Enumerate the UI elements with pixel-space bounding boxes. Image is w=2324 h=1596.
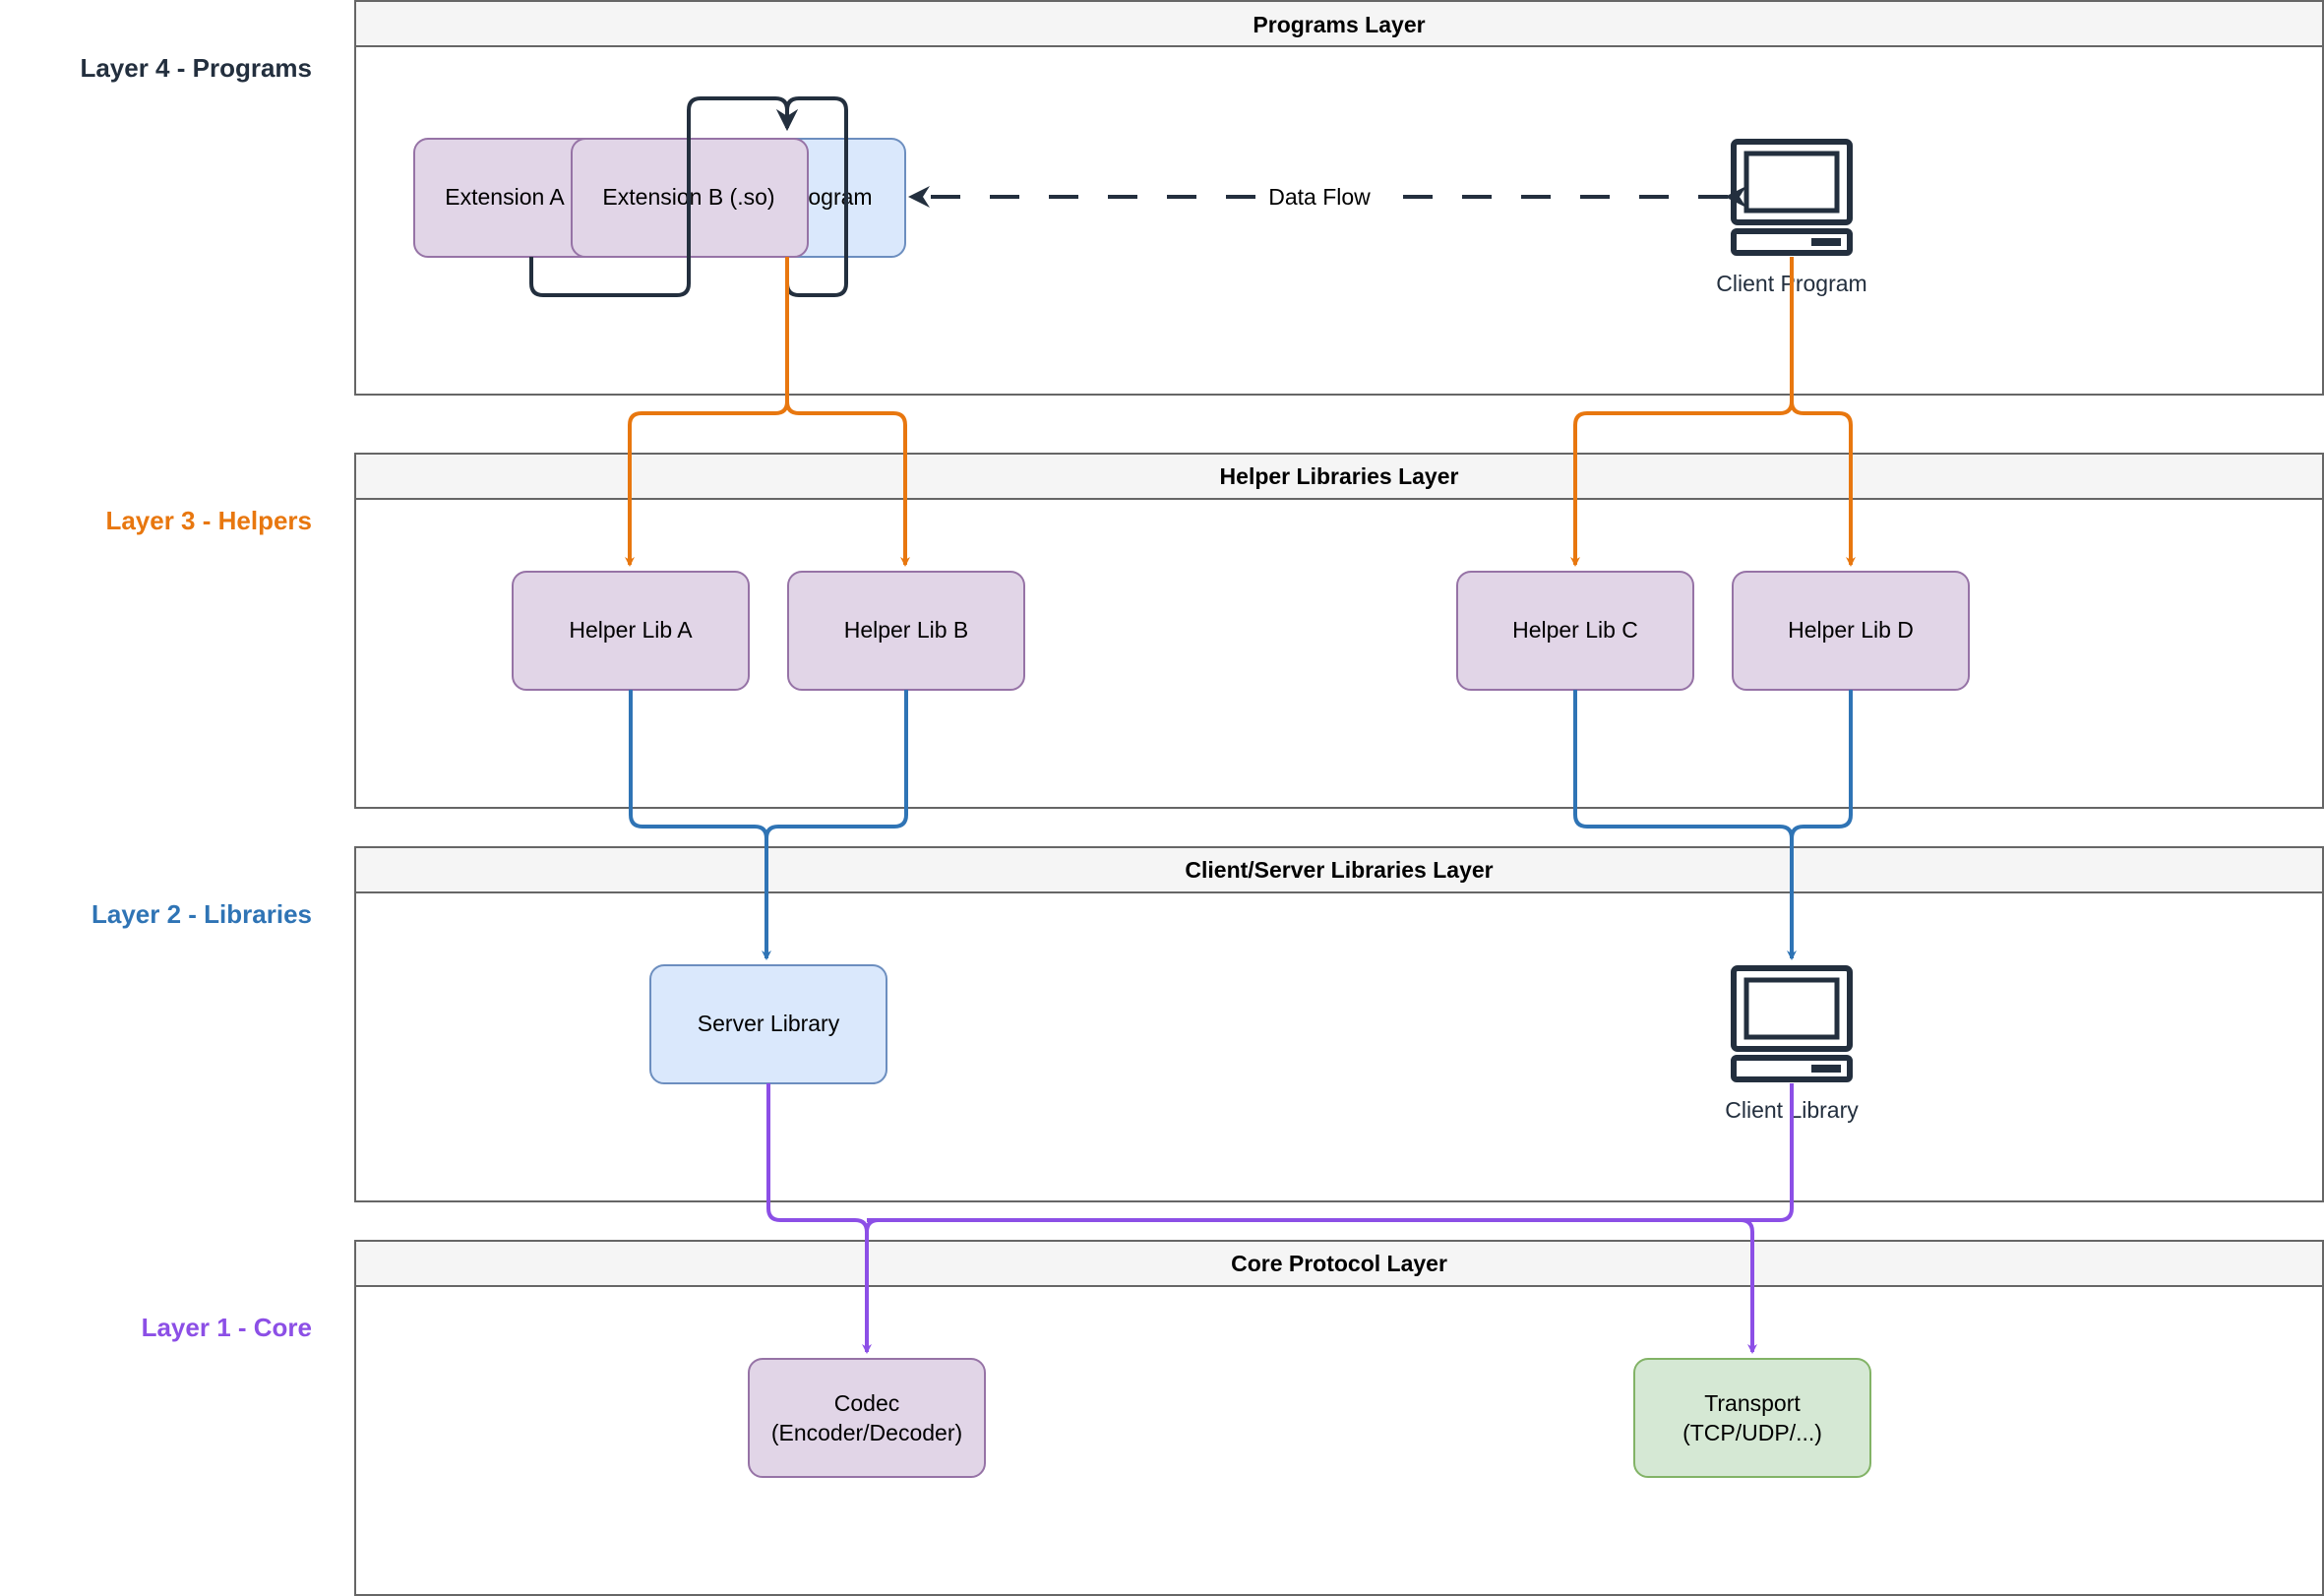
extension-a-label: Extension A (445, 184, 565, 210)
side-label-layer2: Layer 2 - Libraries (92, 899, 312, 929)
helper-lib-b-label: Helper Lib B (844, 617, 969, 643)
core-layer-title: Core Protocol Layer (1231, 1251, 1447, 1276)
computer-icon (1734, 142, 1850, 253)
transport-node[interactable]: Transport (TCP/UDP/...) (1633, 1358, 1871, 1478)
helper-lib-b-node[interactable]: Helper Lib B (787, 571, 1025, 691)
helper-lib-d-node[interactable]: Helper Lib D (1732, 571, 1970, 691)
data-flow-label: Data Flow (1268, 184, 1371, 210)
helper-lib-a-label: Helper Lib A (569, 617, 693, 643)
edge-client-to-helper-d (1790, 400, 1856, 567)
helper-lib-c-node[interactable]: Helper Lib C (1456, 571, 1694, 691)
helpers-layer-title: Helper Libraries Layer (1220, 463, 1459, 489)
libraries-layer: Client/Server Libraries Layer (354, 846, 2324, 1202)
computer-icon (1734, 968, 1850, 1079)
helper-lib-a-node[interactable]: Helper Lib A (512, 571, 750, 691)
edge-helper-b-to-server-library (764, 690, 908, 839)
edge-server-to-helper-b (785, 400, 910, 567)
server-library-node[interactable]: Server Library (649, 964, 887, 1084)
edge-helper-d-to-client-library (1790, 690, 1853, 839)
server-program-label: ogram (808, 184, 872, 210)
edge-client-library-to-core (865, 1083, 1794, 1233)
core-layer: Core Protocol Layer (354, 1240, 2324, 1596)
libraries-layer-title: Client/Server Libraries Layer (1185, 857, 1493, 883)
transport-label-line2: (TCP/UDP/...) (1682, 1420, 1822, 1445)
codec-label-line2: (Encoder/Decoder) (771, 1420, 962, 1445)
side-label-layer1: Layer 1 - Core (142, 1313, 312, 1342)
extension-b-loop-connector (776, 96, 848, 297)
helper-lib-c-label: Helper Lib C (1512, 617, 1638, 643)
server-library-label: Server Library (698, 1011, 840, 1036)
transport-label-line1: Transport (1704, 1390, 1801, 1416)
extension-a-loop-connector (529, 96, 798, 297)
programs-layer-title: Programs Layer (1253, 12, 1425, 37)
codec-node[interactable]: Codec (Encoder/Decoder) (748, 1358, 986, 1478)
helper-lib-d-label: Helper Lib D (1788, 617, 1914, 643)
side-label-layer4: Layer 4 - Programs (80, 53, 312, 83)
codec-label-line1: Codec (834, 1390, 899, 1416)
side-label-layer3: Layer 3 - Helpers (105, 506, 312, 535)
